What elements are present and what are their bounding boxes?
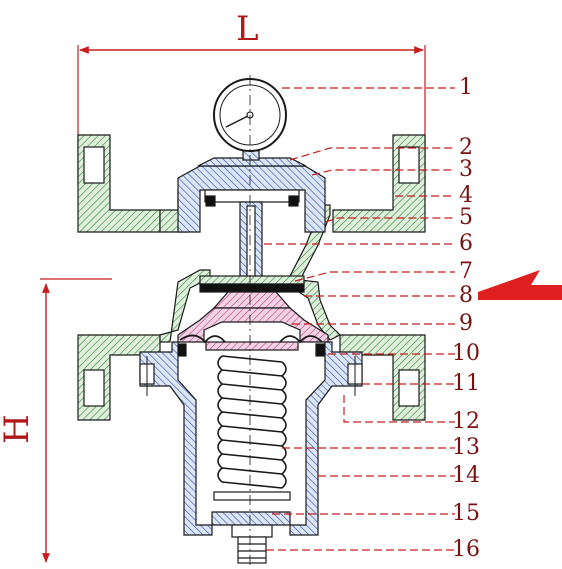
dimension-h [40, 278, 112, 563]
callout-8: 8 [459, 283, 473, 308]
flow-arrow-icon [478, 270, 562, 300]
callout-1: 1 [459, 75, 473, 100]
callout-9: 9 [459, 311, 473, 336]
callout-6: 6 [459, 231, 473, 256]
callout-3: 3 [459, 157, 473, 182]
callout-13: 13 [452, 435, 480, 460]
callout-2: 2 [459, 135, 473, 160]
left-flange [77, 134, 161, 421]
dimension-h-label: H [0, 414, 37, 444]
valve-disc [199, 275, 305, 309]
callout-4: 4 [459, 183, 473, 208]
callout-10: 10 [452, 341, 480, 366]
upper-housing [177, 157, 326, 233]
leader-lines [264, 87, 455, 551]
adjusting-screw [231, 524, 273, 564]
spring-housing [139, 341, 363, 536]
spring [213, 355, 291, 501]
callout-11: 11 [452, 371, 480, 396]
callout-12: 12 [452, 409, 480, 434]
callout-15: 15 [452, 501, 480, 526]
valve-stem [239, 201, 263, 283]
callout-5: 5 [459, 205, 473, 230]
callout-7: 7 [459, 259, 473, 284]
right-flange [332, 134, 426, 421]
callout-16: 16 [452, 537, 480, 562]
dimension-l-label: L [236, 9, 259, 49]
callout-14: 14 [452, 463, 480, 488]
